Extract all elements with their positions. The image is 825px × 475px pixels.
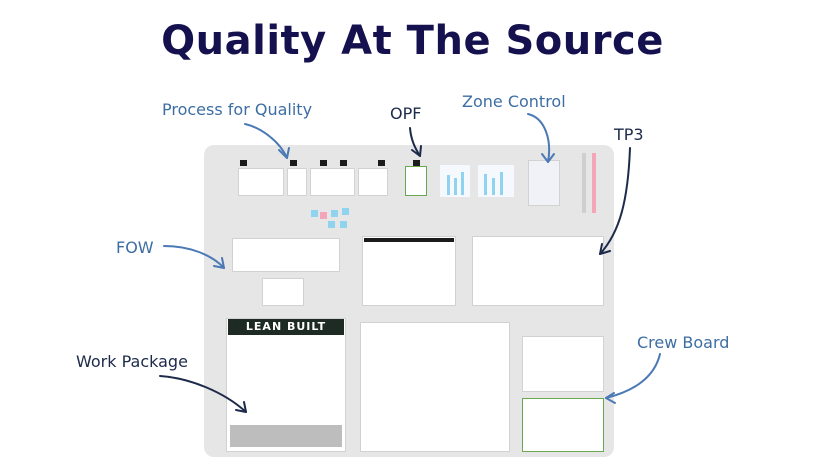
opf-package-doc (362, 236, 456, 306)
page-title: Quality At The Source (161, 18, 664, 64)
opf-doc (405, 166, 427, 196)
header-block (340, 160, 347, 166)
document-grid (360, 322, 510, 452)
label-crew-board: Crew Board (637, 333, 730, 352)
arrowhead-work-package (235, 401, 247, 413)
sticky-note (311, 210, 318, 217)
arrow-process-for-quality (244, 123, 288, 159)
header-block (290, 160, 297, 166)
opf-bar (447, 175, 450, 195)
fow-doc (262, 278, 304, 306)
arrow-zone-control (527, 113, 550, 163)
arrowhead-crew-board (605, 392, 616, 404)
header-block (378, 160, 385, 166)
sticky-note (320, 212, 327, 219)
header-block (240, 160, 247, 166)
process-doc (287, 168, 307, 196)
fow-doc (232, 238, 340, 272)
arrow-fow (163, 245, 225, 269)
process-doc (238, 168, 284, 196)
arrow-tp3 (599, 147, 631, 255)
arrow-work-package (159, 375, 247, 413)
arrowhead-opf (411, 145, 422, 157)
opf-bar (461, 172, 464, 195)
label-opf: OPF (390, 104, 422, 123)
sticky-note (331, 210, 338, 217)
label-fow: FOW (116, 238, 154, 257)
lean-built-banner: LEAN BUILT (228, 319, 344, 335)
arrowhead-tp3 (599, 243, 611, 255)
opf-bar (500, 172, 503, 195)
label-zone-control: Zone Control (462, 92, 566, 111)
sticky-note (342, 208, 349, 215)
crew-board-doc (522, 336, 604, 392)
sticky-note (328, 221, 335, 228)
doc-header (364, 238, 454, 242)
tp3-doc (472, 236, 604, 306)
process-doc (310, 168, 355, 196)
crew-board-doc (522, 398, 604, 452)
arrowhead-zone-control (541, 153, 555, 163)
opf-bar (454, 178, 457, 195)
arrow-crew-board (605, 353, 661, 399)
process-doc (358, 168, 388, 196)
tp3-strip (592, 153, 596, 213)
header-block (413, 160, 420, 166)
label-work-package: Work Package (76, 352, 188, 371)
work-package-strip (230, 425, 342, 447)
sticky-note (340, 221, 347, 228)
label-tp3: TP3 (614, 125, 644, 144)
opf-bar (492, 178, 495, 195)
arrowhead-fow (213, 257, 225, 269)
zone-control-doc (528, 160, 560, 206)
tp3-strip (582, 153, 586, 213)
opf-bar (484, 174, 487, 195)
label-process-for-quality: Process for Quality (162, 100, 313, 119)
arrowhead-process-for-quality (278, 147, 290, 159)
header-block (320, 160, 327, 166)
